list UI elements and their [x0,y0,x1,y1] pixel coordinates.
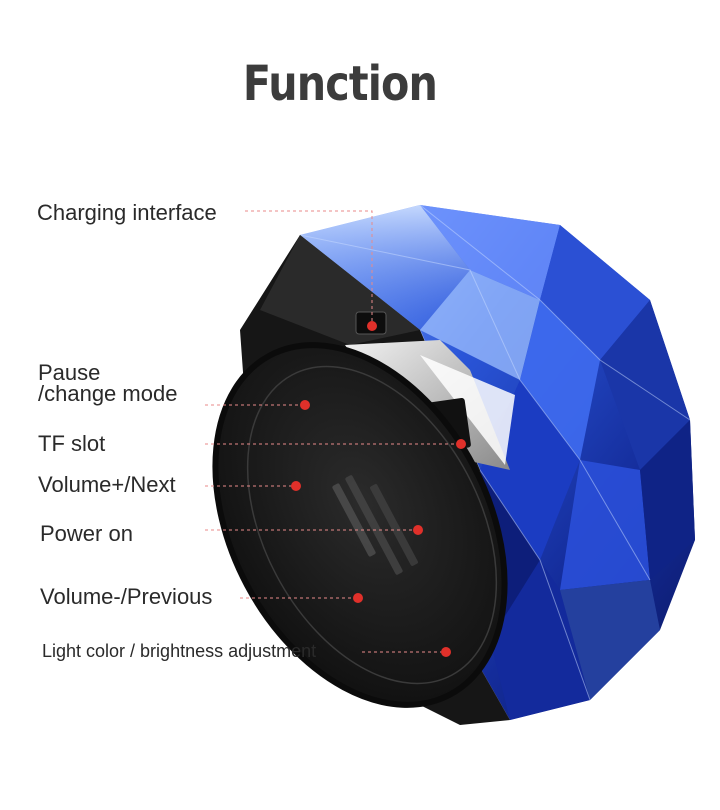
charging-dot [367,321,377,331]
voldown-dot [353,593,363,603]
callout-pause-line-1: Pause [38,360,101,385]
light-dot [441,647,451,657]
tf-dot [456,439,466,449]
callout-charging-interface: Charging interface [37,200,217,225]
volup-dot [291,481,301,491]
callout-pause-line-2: /change mode [38,381,178,406]
callout-tf-slot: TF slot [38,431,106,456]
callout-pause-change-mode: Pause /change mode [38,360,178,406]
power-dot [413,525,423,535]
page-title: Function [242,56,438,112]
callout-volume-previous: Volume-/Previous [40,584,213,609]
speaker-base [212,342,508,708]
pause-dot [300,400,310,410]
callout-power-on: Power on [40,521,133,546]
callout-light-adjustment: Light color / brightness adjustment [42,641,317,661]
callout-volume-next: Volume+/Next [38,472,176,497]
callout-leader-lines [205,210,461,653]
button-markers [291,321,466,657]
